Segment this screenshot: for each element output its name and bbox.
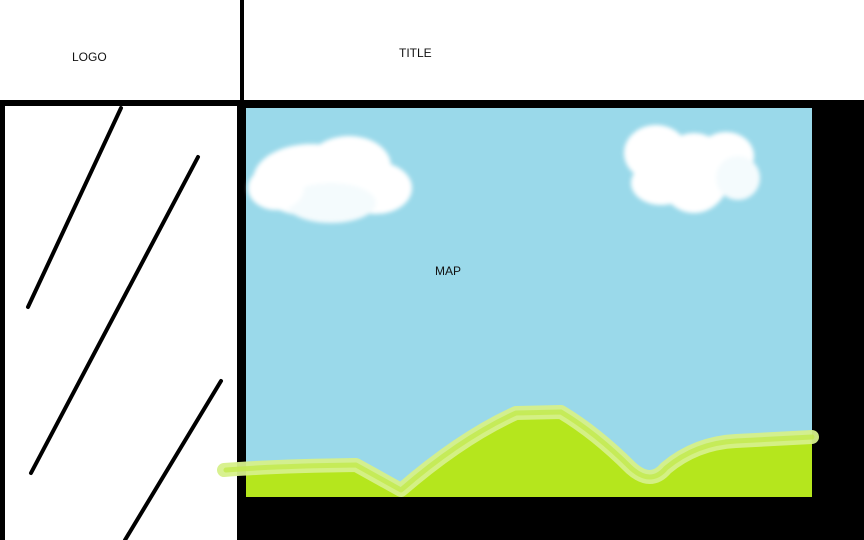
- title-area: [244, 0, 864, 100]
- page-title: TITLE: [399, 46, 432, 60]
- sidebar-panel[interactable]: [0, 106, 241, 540]
- sidebar-hatch-icon: [26, 106, 223, 540]
- map-illustration: [217, 125, 819, 497]
- cloud-icon: [624, 125, 760, 213]
- logo-area[interactable]: [0, 0, 241, 102]
- hills-icon: [217, 405, 819, 497]
- header-divider-vertical: [240, 0, 244, 106]
- map-label: MAP: [435, 264, 462, 278]
- cloud-icon: [248, 136, 412, 223]
- logo-label: LOGO: [72, 50, 107, 64]
